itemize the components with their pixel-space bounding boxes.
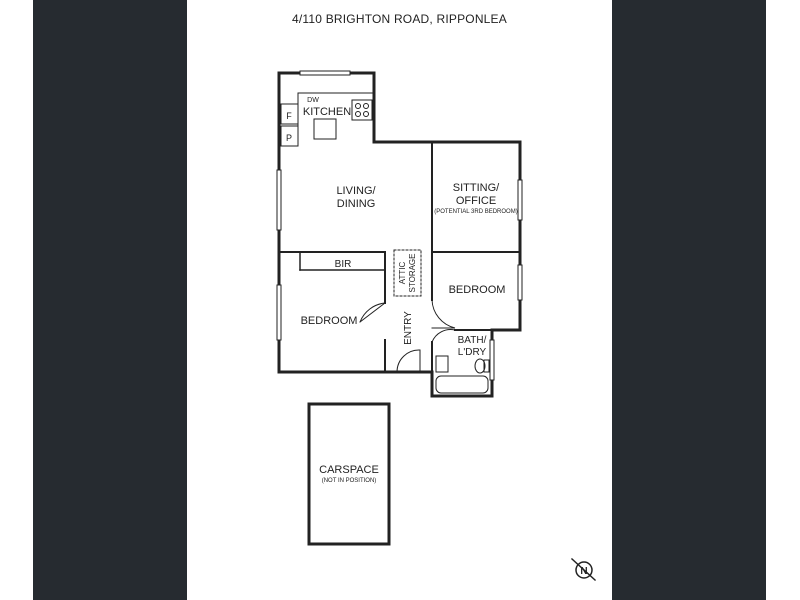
sitting-note: (POTENTIAL 3RD BEDROOM) — [434, 209, 517, 215]
toilet — [474, 358, 486, 374]
pantry-box — [280, 125, 299, 147]
attic-storage-label-line2: STORAGE — [408, 254, 417, 293]
bath-window — [489, 339, 495, 381]
bedroom-right-label: BEDROOM — [449, 284, 506, 296]
right-background-band — [612, 0, 766, 600]
north-arrow-label: N — [580, 566, 587, 577]
bedroom-window — [276, 284, 282, 341]
bedroom2-door-swing — [431, 299, 456, 329]
carspace-note: (NOT IN POSITION) — [322, 478, 377, 484]
sitting-label-line2: OFFICE — [456, 195, 496, 207]
fridge-box — [280, 103, 299, 125]
kitchen-island — [313, 118, 337, 140]
pantry-label: P — [286, 133, 292, 143]
carspace-outline — [307, 402, 391, 546]
living-label-line2: DINING — [337, 198, 376, 210]
floorplan-sheet — [187, 0, 612, 600]
property-address-title: 4/110 BRIGHTON ROAD, RIPPONLEA — [292, 12, 507, 26]
bath-label-line1: BATH/ — [458, 335, 487, 346]
sitting-window — [517, 179, 523, 221]
carspace-label: CARSPACE — [319, 464, 379, 476]
attic-storage-label-line1: ATTIC — [398, 262, 407, 285]
bathtub — [435, 375, 489, 394]
fridge-label: F — [286, 111, 292, 121]
bedroom2-window — [517, 264, 523, 301]
entry-label: ENTRY — [403, 311, 414, 345]
kitchen-window — [299, 70, 351, 76]
sitting-label-line1: SITTING/ — [453, 182, 500, 194]
left-background-band — [33, 0, 187, 600]
bir-label: BIR — [335, 259, 352, 270]
bedroom-door-swing — [359, 302, 386, 323]
entry-door-swing — [396, 349, 421, 373]
living-window — [276, 169, 282, 231]
compass-circle — [575, 561, 593, 579]
bath-door-swing — [431, 329, 456, 343]
bath-label-line2: L'DRY — [458, 347, 487, 358]
living-label-line1: LIVING/ — [336, 185, 376, 197]
attic-storage-outline — [393, 249, 422, 297]
cooktop — [351, 99, 373, 121]
kitchen-label: KITCHEN — [303, 106, 351, 118]
basin — [435, 355, 449, 373]
dishwasher-label: DW — [307, 97, 319, 104]
bedroom-left-label: BEDROOM — [301, 315, 358, 327]
